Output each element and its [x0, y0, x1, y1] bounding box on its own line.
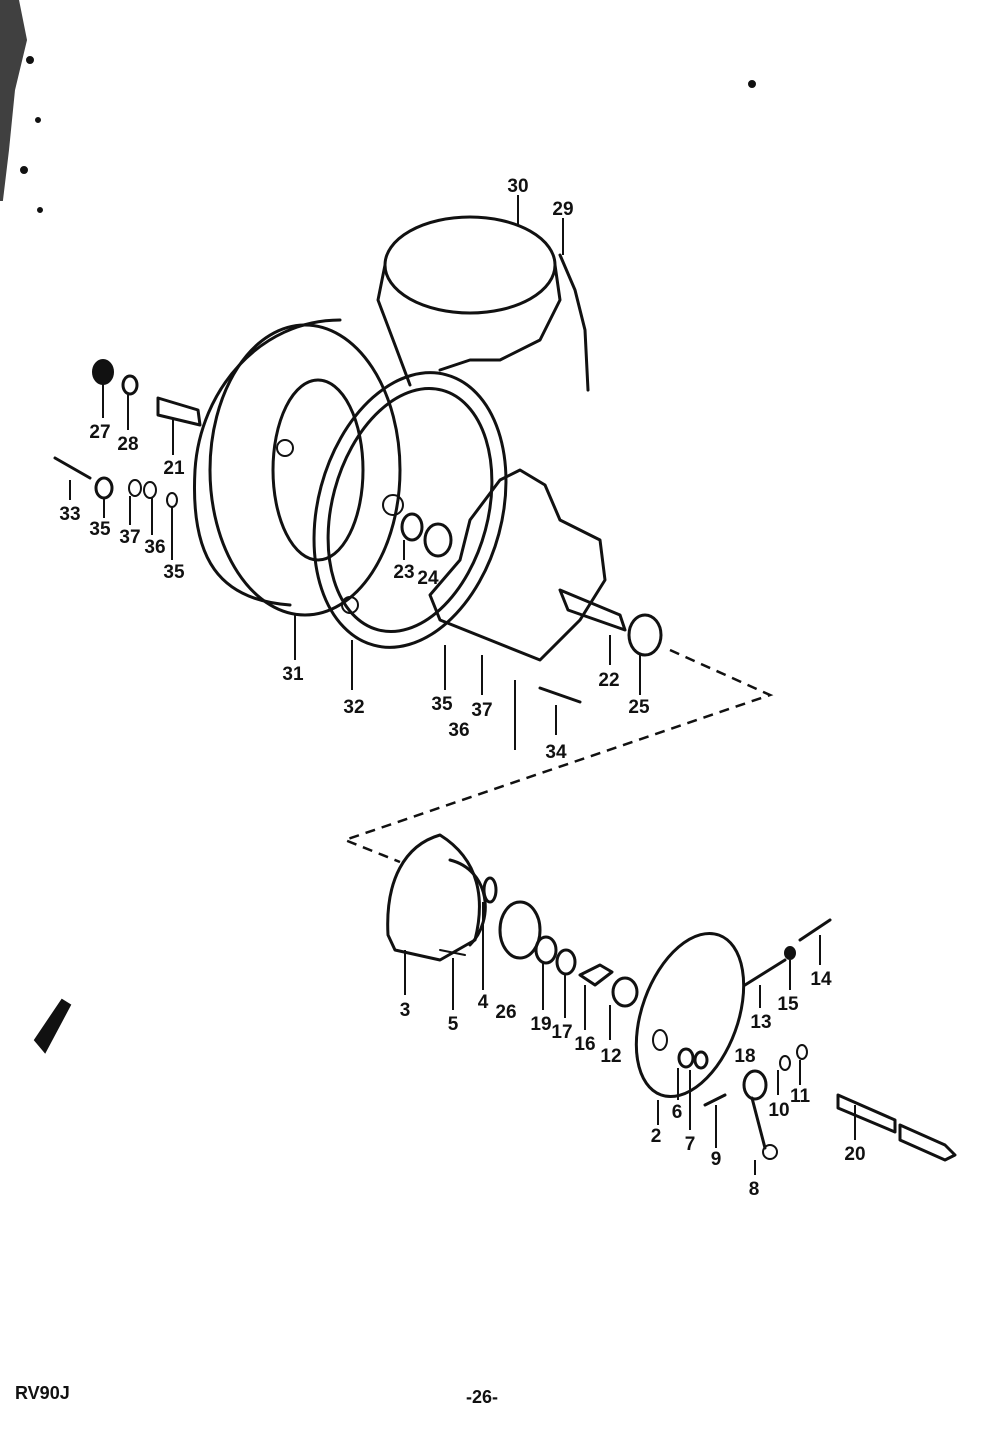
callout-24: 24 — [417, 568, 439, 589]
callout-8: 8 — [749, 1179, 760, 1200]
callout-labels: 30 29 27 28 21 33 35 37 36 35 23 24 31 3… — [59, 176, 865, 1200]
callout-17: 17 — [551, 1022, 572, 1043]
callout-35: 35 — [89, 519, 111, 540]
callout-27: 27 — [89, 422, 110, 443]
model-code: RV90J — [15, 1383, 70, 1403]
brake-assembly — [33, 833, 957, 1162]
callout-31: 31 — [282, 664, 304, 685]
callout-33: 33 — [59, 504, 80, 525]
callout-18: 18 — [734, 1046, 755, 1067]
callout-5: 5 — [448, 1014, 459, 1035]
callout-16: 16 — [574, 1034, 595, 1055]
callout-29: 29 — [552, 199, 573, 220]
callout-13: 13 — [750, 1012, 771, 1033]
callout-26: 26 — [495, 1002, 516, 1023]
leader-lines — [69, 195, 856, 1175]
callout-35: 35 — [163, 562, 185, 583]
callout-22: 22 — [598, 670, 619, 691]
callout-4: 4 — [478, 992, 489, 1013]
callout-32: 32 — [343, 697, 364, 718]
callout-25: 25 — [628, 697, 650, 718]
callout-35: 35 — [431, 694, 453, 715]
callout-3: 3 — [400, 1000, 411, 1021]
callout-36: 36 — [144, 537, 165, 558]
callout-36: 36 — [448, 720, 469, 741]
assembly-connector-line — [341, 648, 774, 864]
callout-6: 6 — [672, 1102, 683, 1123]
callout-37: 37 — [119, 527, 140, 548]
callout-12: 12 — [600, 1046, 621, 1067]
callout-15: 15 — [777, 994, 799, 1015]
callout-34: 34 — [545, 742, 567, 763]
scan-noise — [0, 0, 756, 213]
page-number: -26- — [466, 1387, 499, 1407]
callout-9: 9 — [711, 1149, 722, 1170]
callout-10: 10 — [768, 1100, 789, 1121]
callout-30: 30 — [507, 176, 528, 197]
callout-23: 23 — [393, 562, 414, 583]
rear-hub-assembly — [53, 215, 663, 704]
callout-7: 7 — [685, 1134, 696, 1155]
callout-14: 14 — [810, 969, 832, 990]
callout-37: 37 — [471, 700, 492, 721]
callout-2: 2 — [651, 1126, 662, 1147]
callout-20: 20 — [844, 1144, 865, 1165]
callout-11: 11 — [790, 1086, 811, 1107]
callout-21: 21 — [163, 458, 185, 479]
callout-28: 28 — [117, 434, 138, 455]
callout-19: 19 — [530, 1014, 551, 1035]
